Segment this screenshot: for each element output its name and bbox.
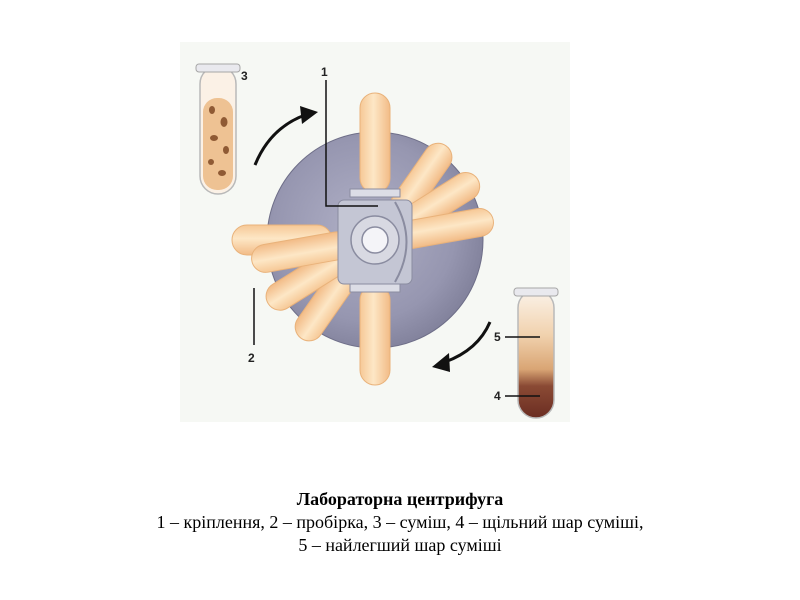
label-mixture: 3: [241, 69, 248, 83]
figure-caption: Лабораторна центрифуга 1 – кріплення, 2 …: [0, 488, 800, 557]
radial-test-tubes: [231, 92, 494, 386]
label-test-tube: 2: [248, 351, 255, 365]
test-tube: [359, 284, 391, 386]
caption-line-1: 1 – кріплення, 2 – пробірка, 3 – суміш, …: [156, 512, 644, 532]
callout-line-1: [325, 80, 378, 207]
separated-tube: [513, 287, 559, 419]
rotor-hub: [337, 188, 413, 293]
label-dense-layer: 4: [494, 389, 501, 403]
test-tube: [359, 92, 391, 194]
label-fastening: 1: [321, 65, 328, 79]
rotation-arrow-top: [253, 106, 318, 166]
centrifuge-illustration: 1 2 3 5 4: [180, 42, 570, 422]
caption-line-2: 5 – найлегший шар суміші: [298, 535, 502, 555]
rotation-arrow-bottom: [432, 321, 492, 372]
label-lightest-layer: 5: [494, 330, 501, 344]
caption-title: Лабораторна центрифуга: [296, 489, 504, 509]
mixture-tube: [195, 63, 241, 195]
